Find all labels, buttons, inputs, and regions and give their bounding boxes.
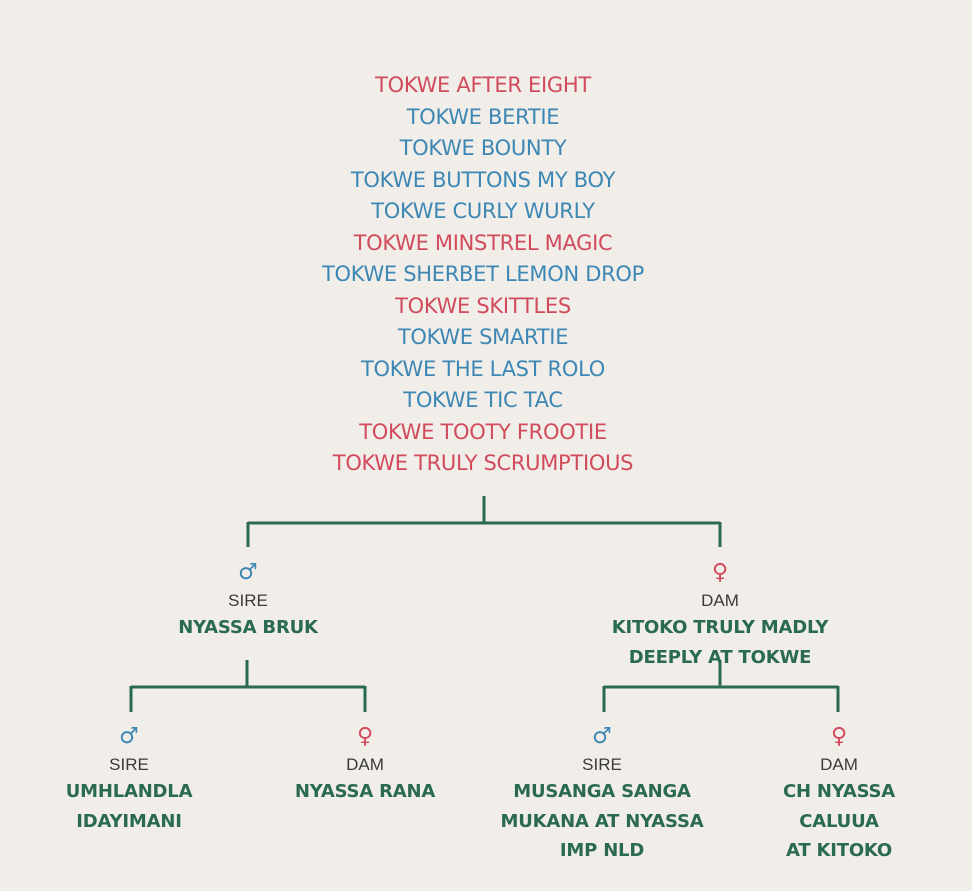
litter-connector: [246, 496, 722, 547]
litter-pup-name[interactable]: TOKWE CURLY WURLY: [371, 199, 595, 223]
name-line: CH NYASSA CALUUA: [782, 781, 896, 832]
litter-pup-name[interactable]: TOKWE SHERBET LEMON DROP: [321, 262, 644, 286]
litter-pup-name[interactable]: TOKWE MINSTREL MAGIC: [353, 230, 613, 255]
sire-label: SIRE: [582, 755, 622, 774]
name-line: MUSANGA SANGA: [513, 781, 691, 802]
litter-pup-name[interactable]: TOKWE AFTER EIGHT: [375, 73, 591, 97]
female-icon: ♀: [356, 724, 374, 749]
litter-pup-name[interactable]: TOKWE SMARTIE: [397, 325, 569, 349]
dam-label: DAM: [346, 755, 384, 774]
sire-name[interactable]: NYASSA BRUK: [178, 617, 318, 638]
litter-pup-name[interactable]: TOKWE TRULY SCRUMPTIOUS: [332, 451, 634, 475]
male-icon: ♂: [592, 724, 612, 749]
litter-pup-name[interactable]: TOKWE BERTIE: [406, 104, 560, 129]
litter-pup-name[interactable]: TOKWE BOUNTY: [399, 136, 567, 160]
male-icon: ♂: [238, 560, 258, 585]
name-line: AT KITOKO: [786, 840, 892, 861]
dam-name[interactable]: KITOKO TRULY MADLY DEEPLY AT TOKWE: [611, 617, 829, 668]
male-icon: ♂: [119, 724, 139, 749]
sire-dam-name[interactable]: NYASSA RANA: [295, 777, 435, 807]
dam-dam-name[interactable]: CH NYASSA CALUUA AT KITOKO: [773, 777, 906, 866]
dam-sire-node: ♂ SIRE MUSANGA SANGA MUKANA AT NYASSA IM…: [501, 725, 704, 866]
female-icon: ♀: [830, 724, 848, 749]
dam-sire-name[interactable]: MUSANGA SANGA MUKANA AT NYASSA IMP NLD: [501, 777, 704, 866]
dam-label: DAM: [820, 755, 858, 774]
name-line: NYASSA RANA: [294, 781, 436, 802]
litter-pup-name[interactable]: TOKWE BUTTONS MY BOY: [350, 167, 616, 192]
dam-label: DAM: [701, 591, 739, 610]
name-line: IDAYIMANI: [76, 810, 182, 832]
sire-connector: [129, 660, 367, 712]
name-line: IMP NLD: [559, 840, 645, 861]
dam-connector: [602, 660, 840, 712]
sire-sire-node: ♂ SIRE UMHLANDLA IDAYIMANI: [66, 725, 193, 836]
name-line: UMHLANDLA: [65, 781, 193, 802]
sire-label: SIRE: [228, 591, 268, 610]
litter-pup-name[interactable]: TOKWE THE LAST ROLO: [361, 356, 605, 381]
litter-pup-name[interactable]: TOKWE SKITTLES: [395, 293, 571, 318]
sire-sire-name[interactable]: UMHLANDLA IDAYIMANI: [66, 777, 193, 836]
sire-dam-node: ♀ DAM NYASSA RANA: [295, 725, 435, 807]
name-line: MUKANA AT NYASSA: [500, 810, 704, 832]
dam-dam-node: ♀ DAM CH NYASSA CALUUA AT KITOKO: [773, 725, 906, 866]
litter-pup-name[interactable]: TOKWE TOOTY FROOTIE: [359, 419, 607, 444]
female-icon: ♀: [711, 560, 729, 585]
sire-label: SIRE: [109, 755, 149, 774]
sire-node: ♂ SIRE NYASSA BRUK: [178, 561, 318, 643]
litter-list: TOKWE AFTER EIGHT TOKWE BERTIE TOKWE BOU…: [0, 70, 966, 480]
litter-pup-name[interactable]: TOKWE TIC TAC: [403, 388, 563, 412]
dam-node: ♀ DAM KITOKO TRULY MADLY DEEPLY AT TOKWE: [594, 561, 846, 672]
